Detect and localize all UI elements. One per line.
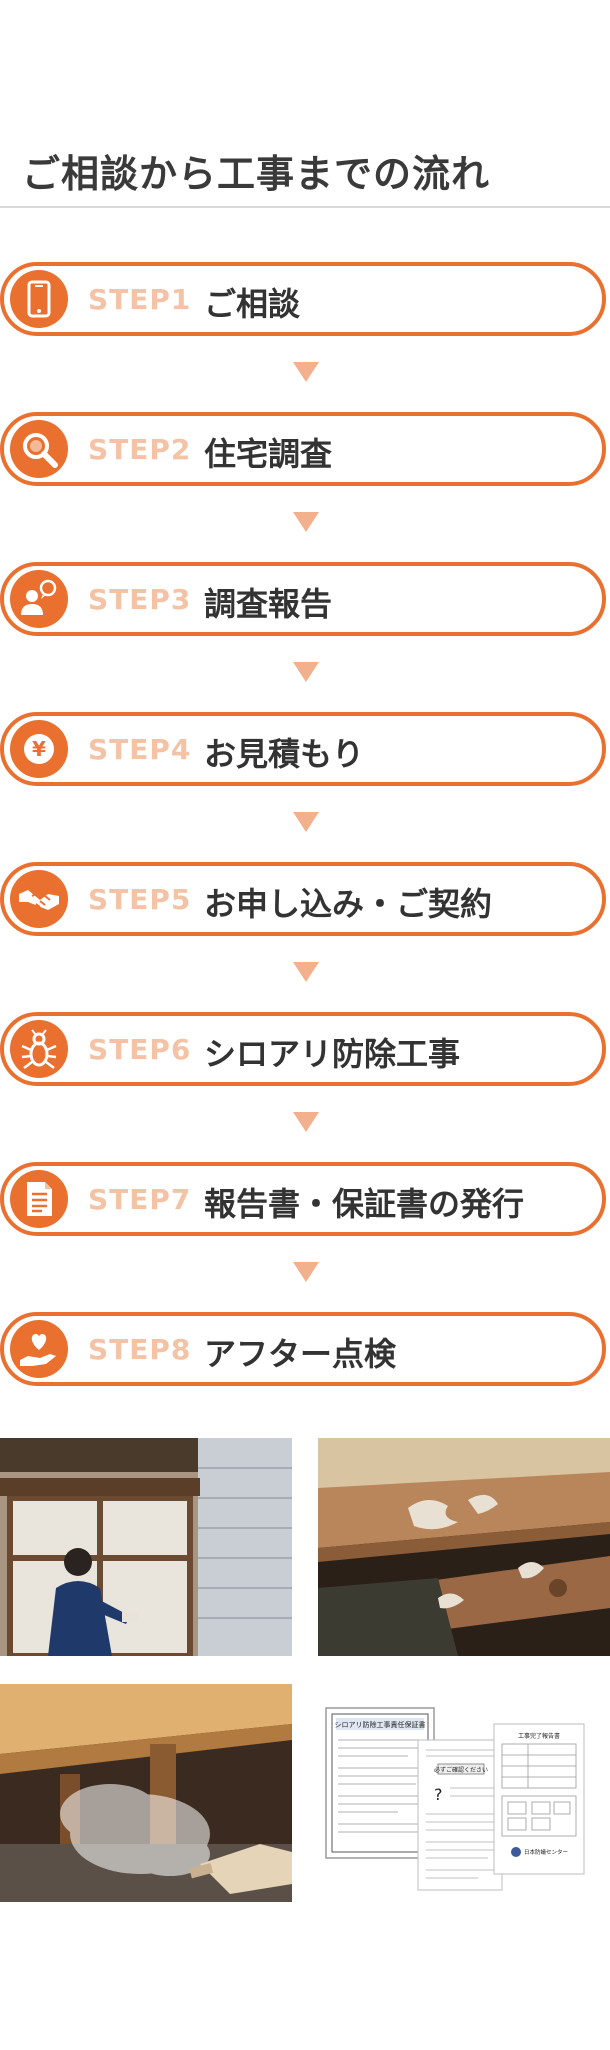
step-5[interactable]: STEP5 お申し込み・ご契約 bbox=[0, 862, 606, 936]
step-title: 報告書・保証書の発行 bbox=[204, 1185, 525, 1223]
svg-text:?: ? bbox=[434, 1785, 443, 1804]
step-label: STEP5 bbox=[88, 883, 192, 916]
bug-icon bbox=[10, 1020, 68, 1078]
step-label: STEP6 bbox=[88, 1033, 192, 1066]
step-label: STEP1 bbox=[88, 283, 192, 316]
step-label: STEP2 bbox=[88, 433, 192, 466]
heart-hand-icon bbox=[10, 1320, 68, 1378]
step-7[interactable]: STEP7 報告書・保証書の発行 bbox=[0, 1162, 606, 1236]
step-title: シロアリ防除工事 bbox=[204, 1035, 461, 1073]
down-arrow-icon bbox=[293, 812, 319, 832]
certificate-title: シロアリ防除工事責任保証書 bbox=[335, 1720, 426, 1729]
step-6[interactable]: STEP6 シロアリ防除工事 bbox=[0, 1012, 606, 1086]
step-title: ご相談 bbox=[204, 285, 301, 323]
step-2[interactable]: STEP2 住宅調査 bbox=[0, 412, 606, 486]
report-title: 工事完了報告書 bbox=[518, 1732, 560, 1740]
phone-icon bbox=[10, 270, 68, 328]
notice-heading: 必ずご確認ください bbox=[434, 1766, 488, 1774]
document-icon bbox=[10, 1170, 68, 1228]
step-4[interactable]: ¥ STEP4 お見積もり bbox=[0, 712, 606, 786]
step-8[interactable]: STEP8 アフター点検 bbox=[0, 1312, 606, 1386]
photo-inspection bbox=[0, 1438, 292, 1656]
down-arrow-icon bbox=[293, 662, 319, 682]
step-1[interactable]: STEP1 ご相談 bbox=[0, 262, 606, 336]
page-title: ご相談から工事までの流れ bbox=[22, 152, 491, 196]
step-label: STEP7 bbox=[88, 1183, 192, 1216]
down-arrow-icon bbox=[293, 962, 319, 982]
handshake-icon bbox=[10, 870, 68, 928]
photo-spraying bbox=[0, 1684, 292, 1902]
photo-termite-damage bbox=[318, 1438, 610, 1656]
photo-documents: シロアリ防除工事責任保証書 必ずご確認ください ? 工事完了報告書 bbox=[318, 1684, 610, 1902]
step-title: 住宅調査 bbox=[204, 435, 333, 473]
svg-text:¥: ¥ bbox=[32, 737, 46, 761]
step-3[interactable]: STEP3 調査報告 bbox=[0, 562, 606, 636]
person-speech-icon bbox=[10, 570, 68, 628]
down-arrow-icon bbox=[293, 512, 319, 532]
title-divider bbox=[0, 206, 610, 208]
down-arrow-icon bbox=[293, 1112, 319, 1132]
step-title: お見積もり bbox=[204, 735, 365, 773]
down-arrow-icon bbox=[293, 362, 319, 382]
step-title: お申し込み・ご契約 bbox=[204, 885, 493, 923]
magnifier-icon bbox=[10, 420, 68, 478]
step-label: STEP4 bbox=[88, 733, 192, 766]
step-title: アフター点検 bbox=[204, 1335, 397, 1373]
down-arrow-icon bbox=[293, 1262, 319, 1282]
step-label: STEP8 bbox=[88, 1333, 192, 1366]
step-title: 調査報告 bbox=[204, 585, 333, 623]
step-label: STEP3 bbox=[88, 583, 192, 616]
yen-coin-icon: ¥ bbox=[10, 720, 68, 778]
company-seal: 日本防蟻センター bbox=[524, 1848, 568, 1856]
